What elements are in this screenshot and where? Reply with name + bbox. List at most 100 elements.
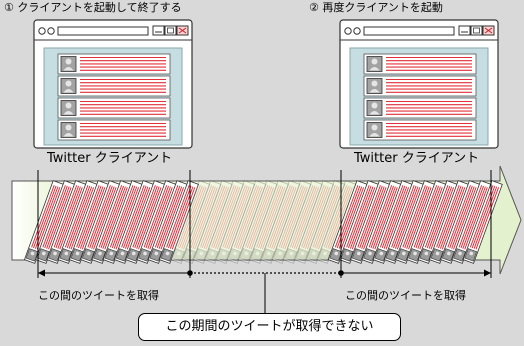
close-icon[interactable] (176, 25, 189, 36)
user-avatar-icon (289, 251, 294, 256)
tweet-card (361, 180, 402, 264)
user-avatar-icon (458, 251, 462, 256)
period-label-right: この間のツイートを取得 (345, 289, 466, 302)
address-bar[interactable] (57, 26, 149, 36)
tweet-row[interactable] (363, 97, 477, 119)
client-window-second (339, 19, 499, 149)
user-avatar-icon (366, 100, 383, 116)
tweet-card (113, 180, 155, 264)
tweet-card-missed (271, 180, 312, 264)
forward-button-icon[interactable] (47, 27, 55, 35)
user-avatar-icon (41, 251, 46, 256)
back-button-icon[interactable] (344, 27, 352, 35)
tweet-card (451, 180, 492, 264)
user-avatar-icon (424, 251, 429, 256)
user-avatar-icon (390, 251, 395, 256)
user-avatar-icon (379, 251, 384, 256)
address-bar[interactable] (363, 26, 455, 36)
tweet-card (158, 180, 200, 264)
client-windows-layer (33, 19, 499, 149)
client-label-first: Twitter クライアント (47, 151, 173, 166)
tweet-row[interactable] (57, 119, 171, 141)
maximize-icon[interactable] (164, 25, 177, 36)
tweet-card-missed (316, 180, 357, 264)
user-avatar-icon (64, 251, 69, 256)
user-avatar-icon (233, 251, 237, 256)
tweet-card (372, 180, 413, 264)
tweet-card (57, 180, 98, 264)
tweet-row[interactable] (57, 75, 171, 97)
tweet-card-missed (203, 180, 245, 264)
user-avatar-icon (446, 251, 451, 256)
tweet-card-missed (215, 180, 256, 264)
period-range-right (341, 269, 491, 277)
user-avatar-icon (109, 251, 114, 256)
tweet-card (136, 180, 177, 264)
tweet-card (350, 180, 391, 264)
tweet-card-missed (260, 180, 301, 264)
user-avatar-icon (334, 251, 339, 256)
user-avatar-icon (469, 251, 474, 256)
tweet-row[interactable] (363, 53, 477, 75)
user-avatar-icon (255, 251, 260, 256)
period-range-left (38, 269, 190, 277)
user-avatar-icon (435, 251, 440, 256)
user-avatar-icon (221, 251, 226, 256)
tweet-card-missed (248, 180, 290, 264)
user-avatar-icon (366, 78, 383, 94)
tweet-card-missed (293, 180, 335, 264)
tweet-card (35, 180, 76, 264)
tweet-stack-layer (23, 180, 503, 264)
tweet-card-missed (282, 180, 323, 264)
user-avatar-icon (311, 251, 316, 256)
back-button-icon[interactable] (38, 27, 46, 35)
step-1-caption: ① クライアントを起動して終了する (4, 1, 182, 14)
minimize-icon[interactable] (458, 25, 471, 36)
user-avatar-icon (154, 251, 159, 256)
tweet-row[interactable] (57, 97, 171, 119)
maximize-icon[interactable] (470, 25, 483, 36)
user-avatar-icon (143, 251, 147, 256)
user-avatar-icon (30, 251, 35, 256)
user-avatar-icon (98, 251, 102, 256)
user-avatar-icon (120, 251, 125, 256)
tweet-card (147, 180, 188, 264)
minimize-icon[interactable] (152, 25, 165, 36)
user-avatar-icon (345, 251, 350, 256)
tweet-card (80, 180, 121, 264)
tweet-card (406, 180, 447, 264)
user-avatar-icon (60, 56, 77, 72)
user-avatar-icon (278, 251, 282, 256)
user-avatar-icon (53, 251, 57, 256)
user-avatar-icon (300, 251, 305, 256)
client-window-first (33, 19, 193, 149)
user-avatar-icon (401, 251, 406, 256)
tweet-card (23, 180, 65, 264)
tweet-card (102, 180, 143, 264)
close-icon[interactable] (482, 25, 495, 36)
user-avatar-icon (366, 56, 383, 72)
user-avatar-icon (366, 122, 383, 138)
user-avatar-icon (131, 251, 136, 256)
user-avatar-icon (75, 251, 80, 256)
tweet-card (327, 180, 368, 264)
user-avatar-icon (210, 251, 215, 256)
user-avatar-icon (199, 251, 204, 256)
user-avatar-icon (323, 251, 327, 256)
forward-button-icon[interactable] (353, 27, 361, 35)
user-avatar-icon (165, 251, 170, 256)
tweet-card-missed (237, 180, 278, 264)
user-avatar-icon (356, 251, 361, 256)
tweet-card-missed (226, 180, 267, 264)
gap-callout: この期間のツイートが取得できない (138, 313, 401, 341)
tweet-card (440, 180, 481, 264)
user-avatar-icon (176, 251, 181, 256)
tweet-card (395, 180, 436, 264)
user-avatar-icon (244, 251, 249, 256)
tweet-row[interactable] (57, 53, 171, 75)
tweet-card-missed (192, 180, 233, 264)
user-avatar-icon (60, 122, 77, 138)
tweet-row[interactable] (363, 119, 477, 141)
tweet-row[interactable] (363, 75, 477, 97)
